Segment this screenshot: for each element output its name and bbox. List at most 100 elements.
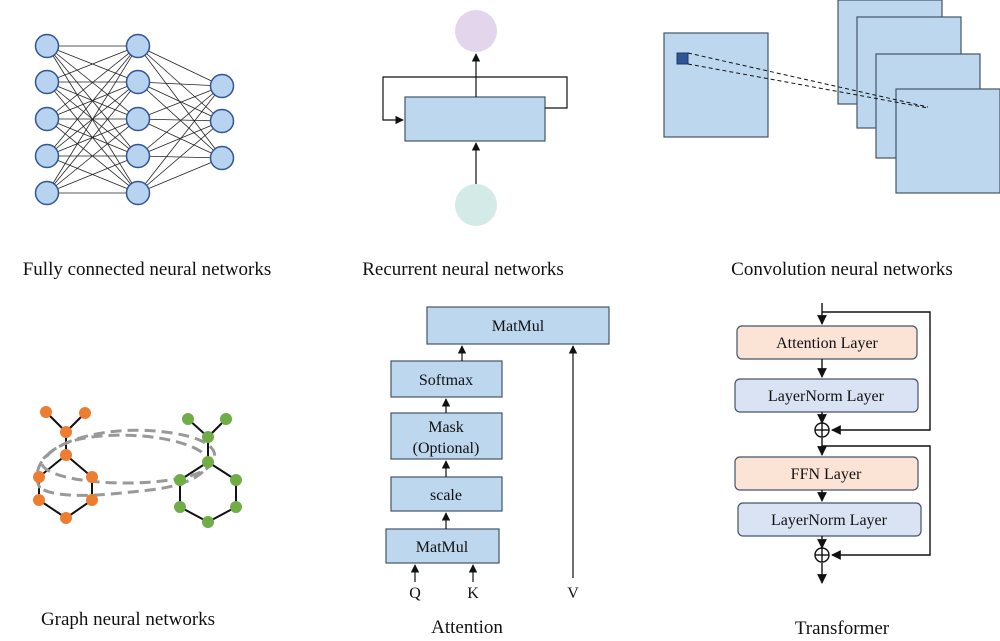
- recurrent-network: [382, 10, 568, 226]
- fc-node: [125, 180, 151, 206]
- fc-edge: [137, 85, 223, 194]
- fc-node: [125, 33, 151, 59]
- fc-edges: [46, 45, 223, 194]
- attention-softmax-label: Softmax: [419, 372, 473, 389]
- caption-convolution: Convolution neural networks: [731, 259, 953, 280]
- fc-node: [209, 108, 235, 134]
- fc-node: [34, 33, 60, 59]
- conv-projection-line-bottom: [687, 63, 929, 109]
- fc-node: [34, 69, 60, 95]
- gnn-green-node: [174, 474, 186, 486]
- fc-node: [34, 143, 60, 169]
- rnn-output-node: [455, 10, 497, 52]
- transformer-ffn-layer-label: FFN Layer: [791, 466, 862, 483]
- gnn-dashed-loop-lower: [35, 433, 209, 497]
- transformer-ffn-layer-box: [734, 456, 919, 491]
- fc-edge: [137, 45, 223, 159]
- conv-input-map: [663, 32, 769, 138]
- gnn-green-node: [230, 501, 242, 513]
- gnn-green-node: [202, 431, 214, 443]
- transformer-attention-layer-label: Attention Layer: [776, 335, 878, 352]
- fc-edge: [137, 85, 223, 157]
- attention-scale-label: scale: [430, 487, 462, 504]
- gnn-green-node: [202, 456, 214, 468]
- attention-matmul-top-label: MatMul: [492, 318, 545, 335]
- transformer-layernorm-2-box: [737, 502, 922, 537]
- gnn-orange-node: [60, 449, 72, 461]
- fc-edge: [46, 45, 139, 120]
- transformer-layernorm-1-label: LayerNorm Layer: [768, 388, 885, 405]
- attention-matmul-bottom-label: MatMul: [416, 539, 469, 556]
- fc-nodes: [34, 33, 235, 206]
- fc-edge: [46, 45, 139, 157]
- fc-edge: [46, 118, 139, 194]
- fc-edge: [46, 81, 139, 194]
- gnn-orange-node: [86, 471, 98, 483]
- attention-v-label: V: [567, 585, 579, 602]
- gnn-green-node: [220, 413, 232, 425]
- conv-feature-map-4: [895, 88, 1000, 194]
- caption-graph: Graph neural networks: [41, 609, 215, 630]
- attention-softmax-box: [390, 360, 503, 398]
- fc-edge: [137, 45, 223, 122]
- transformer-layernorm-1-box: [734, 378, 919, 413]
- transformer-add-1: [814, 422, 830, 438]
- transformer-attention-layer-box: [736, 325, 918, 360]
- transformer-add-2: [814, 547, 830, 563]
- fc-edge: [46, 45, 139, 194]
- gnn-orange-node: [60, 512, 72, 524]
- fc-edge: [137, 120, 223, 194]
- attention-q-label: Q: [409, 585, 421, 602]
- gnn-orange-node: [40, 406, 52, 418]
- gnn-green-node: [230, 474, 242, 486]
- gnn-green-node: [182, 413, 194, 425]
- attention-mask-label-line1: Mask: [428, 419, 464, 436]
- caption-recurrent: Recurrent neural networks: [362, 259, 564, 280]
- gnn-orange-node: [33, 471, 45, 483]
- transformer-residual-2: [822, 445, 931, 560]
- fc-edge: [137, 45, 223, 87]
- caption-attention: Attention: [431, 617, 503, 638]
- fc-edge: [46, 155, 139, 194]
- gnn-dashed-loop-upper: [40, 428, 217, 485]
- fc-edge: [137, 157, 223, 194]
- fully-connected-network: [34, 33, 235, 206]
- transformer-block: Attention Layer LayerNorm Layer FFN Laye…: [734, 303, 931, 584]
- transformer-residual-1: [822, 311, 931, 435]
- fc-edge: [137, 120, 223, 157]
- attention-k-label: K: [467, 585, 479, 602]
- attention-scale-box: [390, 476, 503, 512]
- fc-edge: [137, 118, 223, 122]
- attention-matmul-bottom-box: [385, 528, 500, 564]
- conv-projection-line-top: [687, 52, 929, 108]
- fc-node: [209, 73, 235, 99]
- attention-mask-label-line2: (Optional): [413, 440, 480, 457]
- transformer-layernorm-2-label: LayerNorm Layer: [771, 512, 888, 529]
- gnn-orange-node: [33, 494, 45, 506]
- gnn-orange-node: [79, 407, 91, 419]
- rnn-recurrent-loop: [382, 76, 568, 125]
- fc-edge: [137, 81, 223, 122]
- gnn-green-node: [202, 516, 214, 528]
- caption-fully-connected: Fully connected neural networks: [23, 259, 272, 280]
- conv-kernel: [676, 52, 689, 65]
- fc-edge: [137, 85, 223, 120]
- rnn-hidden-box: [404, 96, 546, 142]
- gnn-green-node: [174, 501, 186, 513]
- gnn-orange-node: [86, 494, 98, 506]
- fc-node: [34, 180, 60, 206]
- rnn-input-node: [455, 184, 497, 226]
- gnn-nodes: [33, 406, 242, 528]
- caption-transformer: Transformer: [795, 618, 890, 639]
- gnn-orange-node: [60, 426, 72, 438]
- fc-node: [125, 106, 151, 132]
- graph-network: [33, 406, 242, 528]
- attention-matmul-top-box: [426, 306, 610, 345]
- convolution-network: [663, 0, 1000, 194]
- fc-node: [209, 145, 235, 171]
- fc-node: [125, 69, 151, 95]
- fc-node: [34, 106, 60, 132]
- fc-edge: [46, 45, 139, 83]
- fc-edge: [137, 81, 223, 87]
